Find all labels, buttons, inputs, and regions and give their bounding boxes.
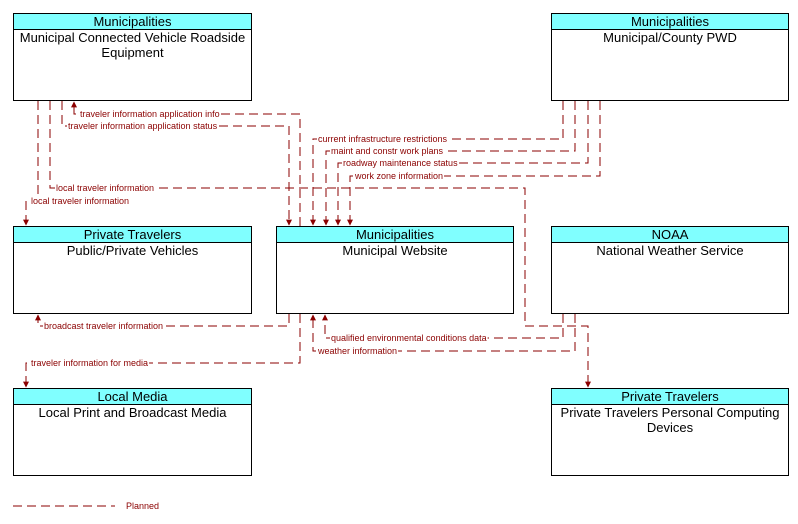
node-name: Local Print and Broadcast Media [38, 405, 227, 420]
flow-label: weather information [317, 346, 397, 356]
node-category: NOAA [552, 227, 788, 243]
flow-label-backing [30, 358, 150, 368]
flow-line-work-zone-information [347, 101, 601, 226]
node-local-print-broadcast-media[interactable]: Local Media Local Print and Broadcast Me… [13, 388, 252, 476]
flow-label: local traveler information [56, 183, 154, 193]
flow-line-maint-constr-work-plans [323, 101, 576, 226]
flow-line-local-traveler-info-devices [49, 101, 591, 388]
node-national-weather-service[interactable]: NOAA National Weather Service [551, 226, 789, 314]
flow-label: work zone information [354, 171, 443, 181]
legend-label: Planned [126, 501, 159, 511]
flow-label: traveler information for media [31, 358, 148, 368]
node-category: Private Travelers [14, 227, 251, 243]
node-category: Municipalities [277, 227, 513, 243]
flow-label: qualified environmental conditions data [331, 333, 487, 343]
flow-label-backing [79, 109, 221, 119]
node-category: Local Media [14, 389, 251, 405]
flow-label: roadway maintenance status [343, 158, 458, 168]
flow-label-backing [353, 171, 445, 181]
node-name: Municipal Connected Vehicle Roadside Equ… [19, 30, 246, 60]
flow-label-backing [30, 196, 131, 206]
flow-label: broadcast traveler information [44, 321, 163, 331]
node-public-private-vehicles[interactable]: Private Travelers Public/Private Vehicle… [13, 226, 252, 314]
flow-label: current infrastructure restrictions [318, 134, 448, 144]
flow-line-broadcast-traveler-info [35, 314, 290, 327]
node-name: Municipal/County PWD [603, 30, 737, 45]
flow-label-backing [55, 183, 156, 193]
node-category: Municipalities [552, 14, 788, 30]
flow-label-backing [316, 346, 399, 356]
flow-label-backing [342, 158, 460, 168]
node-name: Private Travelers Personal Computing Dev… [560, 405, 780, 435]
flow-line-local-traveler-info-vehicles [23, 101, 39, 226]
flow-label: maint and constr work plans [331, 146, 444, 156]
node-municipal-county-pwd[interactable]: Municipalities Municipal/County PWD [551, 13, 789, 101]
flow-line-roadway-maintenance-status [335, 101, 589, 226]
node-personal-computing-devices[interactable]: Private Travelers Private Travelers Pers… [551, 388, 789, 476]
flow-label-backing [330, 333, 488, 343]
node-name: National Weather Service [596, 243, 744, 258]
node-municipal-website[interactable]: Municipalities Municipal Website [276, 226, 514, 314]
flow-line-weather-information [310, 314, 576, 352]
flow-label-backing [43, 321, 165, 331]
flow-label-backing [67, 121, 219, 131]
node-name: Public/Private Vehicles [66, 243, 199, 258]
flow-label: traveler information application info [80, 109, 220, 119]
node-municipal-cv-roadside-equipment[interactable]: Municipalities Municipal Connected Vehic… [13, 13, 252, 101]
node-name: Municipal Website [342, 243, 448, 258]
flow-label: local traveler information [31, 196, 129, 206]
flow-label: traveler information application status [68, 121, 218, 131]
node-category: Private Travelers [552, 389, 788, 405]
flow-line-traveler-info-app-status [61, 101, 292, 226]
flow-label-backing [317, 134, 449, 144]
flow-label-backing [330, 146, 445, 156]
node-category: Municipalities [14, 14, 251, 30]
flow-line-traveler-info-for-media [23, 314, 301, 388]
